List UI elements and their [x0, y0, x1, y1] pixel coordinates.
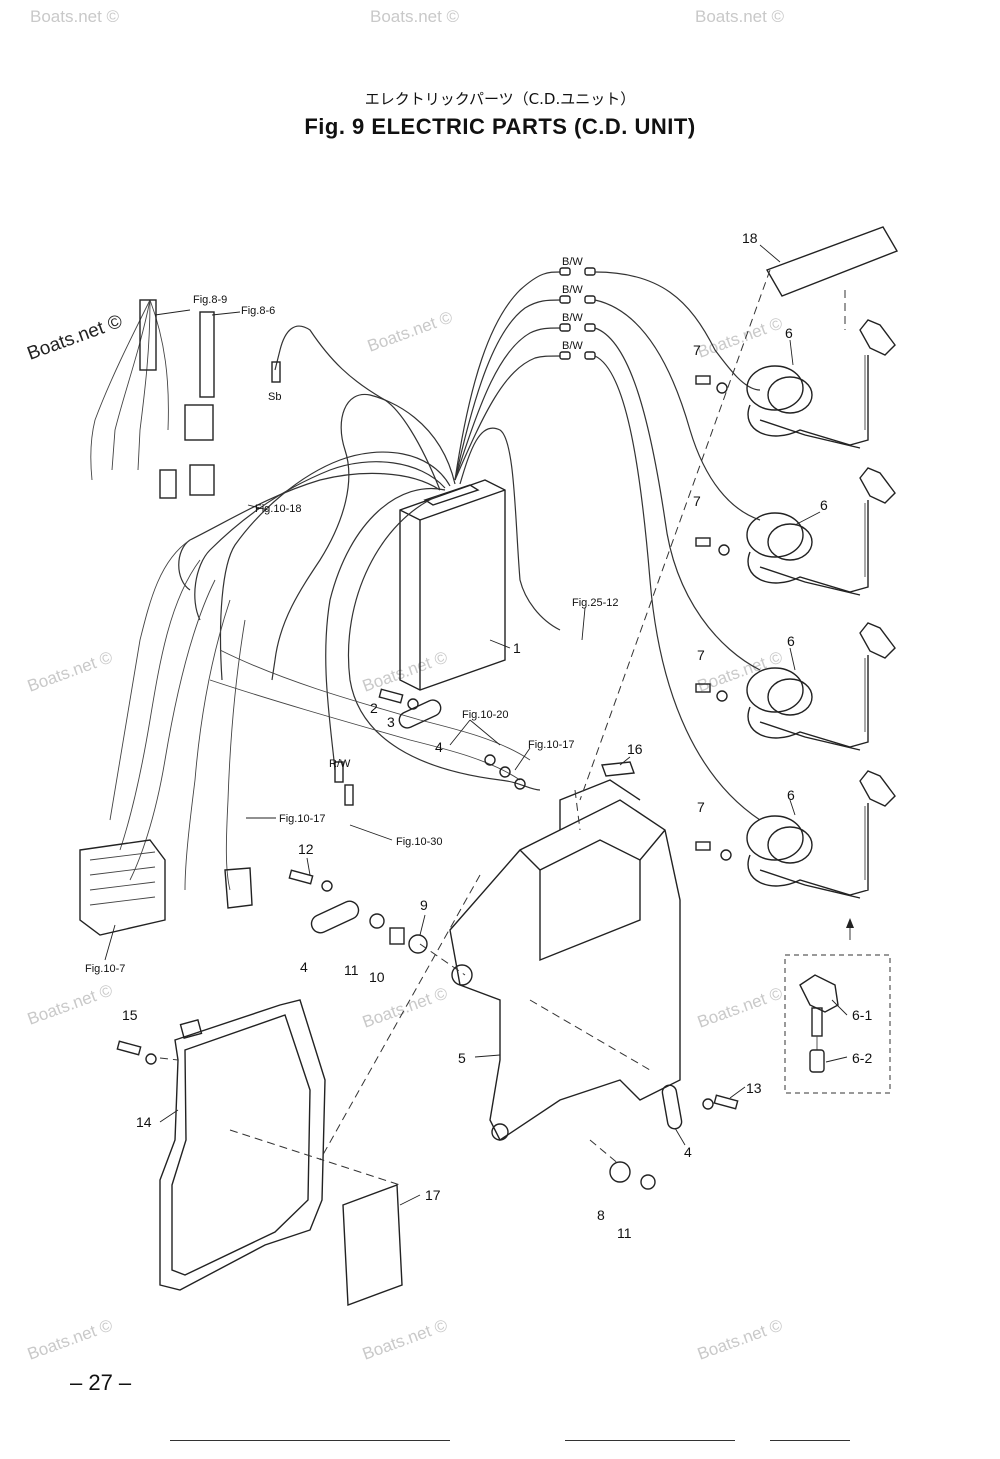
- callout-1: 1: [513, 640, 521, 656]
- leader-lines: [104, 244, 848, 1206]
- callout-5: 5: [458, 1050, 466, 1066]
- watermark: Boats.net ©: [695, 1315, 786, 1363]
- plug-cap-detail-box: [784, 918, 891, 1094]
- ref-b-w: B/W: [562, 256, 583, 268]
- callout-7: 7: [697, 799, 705, 815]
- callout-8: 8: [597, 1207, 605, 1223]
- page-number: – 27 –: [70, 1370, 132, 1395]
- callout-4: 4: [435, 739, 443, 755]
- ref-fig-10-30: Fig.10-30: [396, 836, 442, 848]
- part-18-label-sheet: [765, 226, 899, 297]
- ref-b-w: B/W: [562, 284, 583, 296]
- bottom-rule: [565, 1440, 735, 1441]
- ref-fig-10-20: Fig.10-20: [462, 709, 508, 721]
- callout-13: 13: [746, 1080, 762, 1096]
- ignition-coil-3: [695, 622, 896, 751]
- callout-6-2: 6-2: [852, 1050, 872, 1066]
- fasteners: [116, 688, 739, 1190]
- ref-fig-10-17: Fig.10-17: [279, 813, 325, 825]
- callout-7: 7: [697, 647, 705, 663]
- ref-fig-8-6: Fig.8-6: [241, 305, 275, 317]
- ref-fig-10-18: Fig.10-18: [255, 503, 301, 515]
- assembly-lines: [159, 269, 846, 1186]
- watermark: Boats.net ©: [25, 311, 126, 365]
- ref-b-w: B/W: [562, 340, 583, 352]
- diagram-title: Fig. 9 ELECTRIC PARTS (C.D. UNIT): [304, 114, 696, 139]
- callout-6: 6: [787, 633, 795, 649]
- bottom-rule: [770, 1440, 850, 1441]
- callout-6-1: 6-1: [852, 1007, 872, 1023]
- bottom-rule: [170, 1440, 450, 1441]
- part-14-cover: [159, 999, 326, 1291]
- ignition-coil-1: [695, 319, 896, 449]
- watermark: Boats.net ©: [695, 983, 786, 1031]
- ref-b-w: B/W: [562, 312, 583, 324]
- coil-wires: [454, 267, 761, 821]
- watermark: Boats.net ©: [370, 7, 460, 26]
- callout-17: 17: [425, 1187, 441, 1203]
- callout-4: 4: [684, 1144, 692, 1160]
- callout-7: 7: [693, 493, 701, 509]
- part-5-bracket: [449, 779, 681, 1142]
- ref-sb: Sb: [268, 391, 281, 403]
- watermark: Boats.net ©: [25, 1315, 116, 1363]
- watermark: Boats.net ©: [365, 307, 456, 355]
- callout-7: 7: [693, 342, 701, 358]
- watermark: Boats.net ©: [30, 7, 120, 26]
- callout-6: 6: [820, 497, 828, 513]
- callout-6: 6: [785, 325, 793, 341]
- ref-r-w: R/W: [329, 758, 351, 770]
- callout-12: 12: [298, 841, 314, 857]
- part-17-sheet: [342, 1184, 403, 1306]
- watermark: Boats.net ©: [360, 647, 451, 695]
- callout-18: 18: [742, 230, 758, 246]
- watermark: Boats.net ©: [360, 983, 451, 1031]
- part-callouts: 1 2 3 4 4 4 5 6 6 6 6 6-1 6-2 7 7 7 7 8 …: [122, 230, 872, 1241]
- watermark: Boats.net ©: [695, 7, 785, 26]
- ignition-coil-4: [695, 770, 896, 899]
- callout-11: 11: [344, 962, 359, 978]
- callout-11: 11: [617, 1225, 632, 1241]
- callout-6: 6: [787, 787, 795, 803]
- diagram-title-japanese: エレクトリックパーツ（C.D.ユニット）: [364, 90, 636, 108]
- watermark: Boats.net ©: [25, 647, 116, 695]
- ref-fig-25-12: Fig.25-12: [572, 597, 618, 609]
- watermark: Boats.net ©: [360, 1315, 451, 1363]
- watermark: Boats.net ©: [695, 647, 786, 695]
- callout-16: 16: [627, 741, 643, 757]
- callout-14: 14: [136, 1114, 152, 1130]
- part-1-cd-unit: [399, 479, 506, 691]
- callout-2: 2: [370, 700, 378, 716]
- callout-15: 15: [122, 1007, 138, 1023]
- callout-10: 10: [369, 969, 385, 985]
- ref-fig-10-17: Fig.10-17: [528, 739, 574, 751]
- rectifier-block: [79, 839, 253, 936]
- callout-3: 3: [387, 714, 395, 730]
- watermarks: Boats.net © Boats.net © Boats.net © Boat…: [25, 7, 786, 1364]
- ignition-coil-2: [695, 467, 896, 596]
- part-16-clip: [601, 761, 635, 777]
- callout-4: 4: [300, 959, 308, 975]
- ref-fig-8-9: Fig.8-9: [193, 294, 227, 306]
- figure-references: Fig.8-9 Fig.8-6 Sb Fig.10-18 Fig.25-12 F…: [85, 256, 618, 975]
- watermark: Boats.net ©: [25, 980, 116, 1028]
- wiring-harness: [90, 299, 561, 891]
- callout-9: 9: [420, 897, 428, 913]
- ref-fig-10-7: Fig.10-7: [85, 963, 125, 975]
